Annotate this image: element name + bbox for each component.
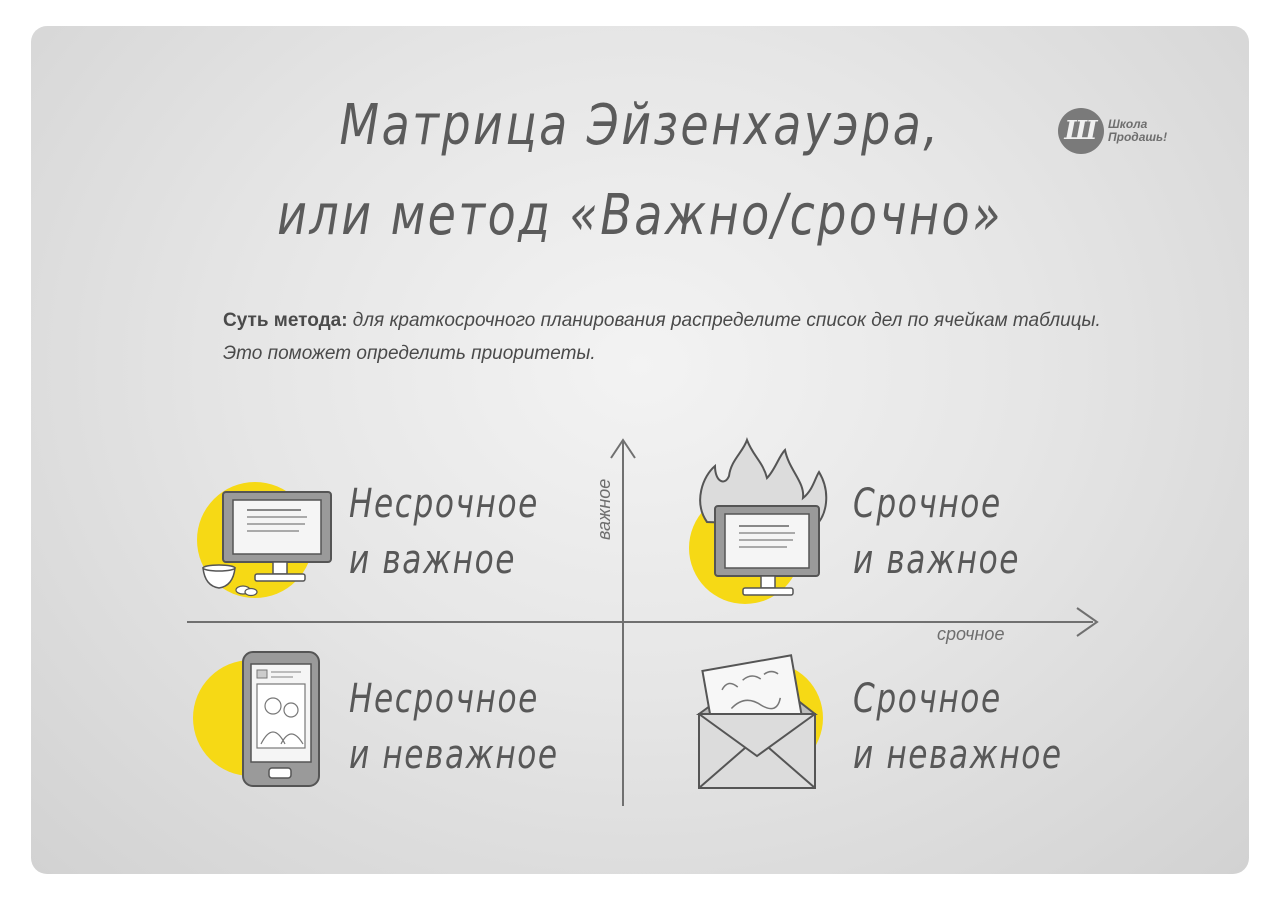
quadrant-label-line-2: и неважное [349,732,559,778]
monitor-with-cup-icon [197,482,332,598]
method-description: Суть метода: для краткосрочного планиров… [223,304,1103,370]
infographic-card: Матрица Эйзенхауэра, или метод «Важно/ср… [31,26,1249,874]
logo-text-line-1: Школа [1108,117,1148,131]
axis-important-label: важное [594,478,614,540]
logo-mark: Ш [1058,108,1104,154]
title-line-1: Матрица Эйзенхауэра, [339,93,941,158]
matrix-axes [187,438,1099,806]
method-description-label: Суть метода: [223,310,348,331]
school-logo: Ш Школа Продашь! [1058,108,1167,154]
quadrant-urgent-not-important: Срочное и неважное [853,671,1063,783]
greeting-card-envelope-icon [695,654,823,789]
quadrant-label-line-1: Срочное [853,481,1002,527]
quadrant-not-urgent-important: Несрочное и важное [349,476,539,588]
quadrant-label-line-1: Срочное [853,676,1002,722]
quadrant-label-line-1: Несрочное [349,481,539,527]
quadrant-not-urgent-not-important: Несрочное и неважное [349,671,559,783]
quadrant-label-line-1: Несрочное [349,676,539,722]
burning-monitor-icon [689,437,828,604]
smartphone-icon [193,651,320,787]
method-description-text: для краткосрочного планирования распреде… [223,310,1101,364]
vertical-axis-arrow [610,438,636,459]
quadrant-urgent-important: Срочное и важное [853,476,1020,588]
quadrant-label-line-2: и важное [349,537,516,583]
quadrant-label-line-2: и неважное [853,732,1063,778]
logo-text-line-2: Продашь! [1108,130,1168,144]
logo-text: Школа Продашь! [1108,118,1167,144]
horizontal-axis-arrow [1076,607,1099,637]
quadrant-label-line-2: и важное [853,537,1020,583]
title-line-2: или метод «Важно/срочно» [277,183,1003,248]
axis-urgent-label: срочное [937,624,1005,644]
